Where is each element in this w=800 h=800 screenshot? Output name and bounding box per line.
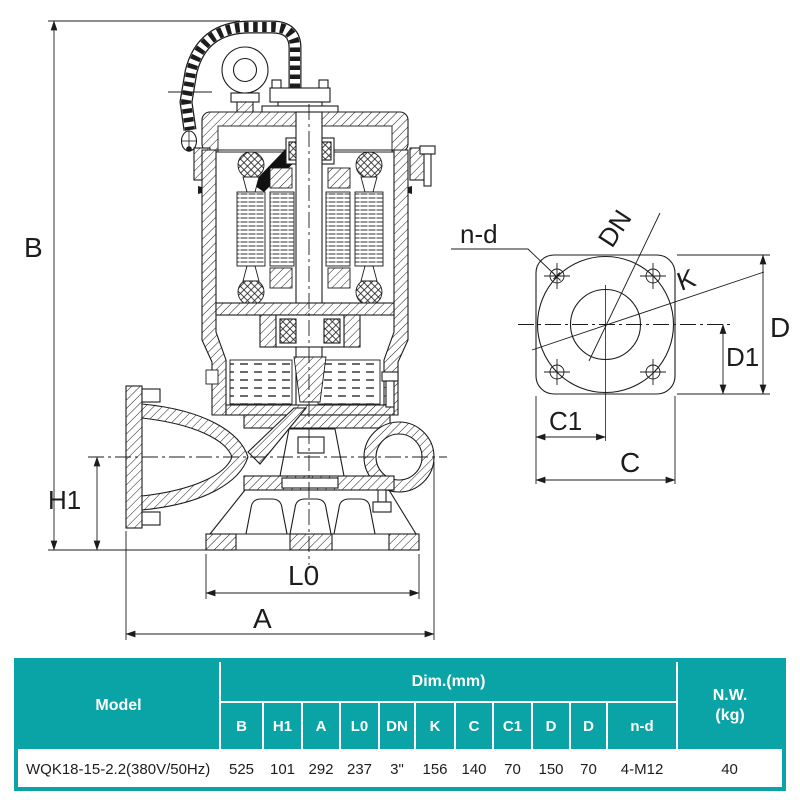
base-stand [205, 489, 420, 551]
technical-drawing: B H1 L0 A [24, 20, 790, 640]
model-column-header: Model [16, 660, 221, 751]
value-DN: 3" [379, 750, 415, 789]
k-diagonal-line [531, 271, 765, 351]
value-nw: 40 [677, 750, 784, 789]
oil-chamber [205, 356, 381, 405]
dim-label-H1: H1 [48, 485, 81, 515]
value-C: 140 [455, 750, 493, 789]
table-row: WQK18-15-2.2(380V/50Hz) 525 101 292 237 … [16, 750, 784, 789]
net-weight-header: N.W. (kg) [676, 660, 784, 751]
col-header-D: D [531, 701, 571, 751]
dim-label-L0: L0 [288, 560, 319, 591]
lower-bearing-seal [215, 302, 395, 348]
net-weight-header-line2: (kg) [715, 706, 745, 724]
value-C1: 70 [493, 750, 532, 789]
col-header-C: C [454, 701, 494, 751]
lifting-eye-icon [221, 46, 269, 122]
value-n-d: 4-M12 [607, 750, 678, 789]
col-header-C1: C1 [492, 701, 533, 751]
flange-top-view [451, 212, 770, 484]
value-D: 150 [532, 750, 570, 789]
side-dimensions [48, 20, 435, 640]
col-header-n-d: n-d [605, 701, 678, 751]
nd-leader-line [451, 248, 555, 275]
pump-side-view [48, 20, 447, 640]
model-value: WQK18-15-2.2(380V/50Hz) [16, 750, 220, 789]
dim-label-D1: D1 [726, 342, 759, 372]
cable-gland [261, 79, 339, 115]
dim-label-B: B [24, 232, 43, 263]
dim-label-K: K [673, 262, 700, 296]
bolt-holes [544, 263, 666, 385]
value-K: 156 [415, 750, 455, 789]
dn-diagonal-line [588, 212, 661, 362]
spec-table: Model Dim.(mm) N.W. (kg) B H1 A L0 DN K … [14, 658, 786, 791]
value-A: 292 [302, 750, 340, 789]
power-cable-icon [168, 20, 302, 152]
value-H1: 101 [263, 750, 302, 789]
col-header-A: A [301, 701, 341, 751]
value-L0: 237 [340, 750, 379, 789]
net-weight-header-line1: N.W. [712, 686, 748, 704]
value-B: 525 [220, 750, 263, 789]
dim-label-C1: C1 [549, 406, 582, 436]
dim-group-header: Dim.(mm) [218, 660, 679, 703]
col-header-D2: D [569, 701, 608, 751]
dim-label-D: D [770, 312, 790, 343]
col-header-K: K [414, 701, 456, 751]
col-header-L0: L0 [339, 701, 380, 751]
col-header-DN: DN [378, 701, 416, 751]
dim-label-C: C [620, 447, 640, 478]
col-header-H1: H1 [262, 701, 303, 751]
stator-windings [236, 151, 384, 306]
dim-label-DN: DN [592, 204, 638, 252]
dim-label-n-d: n-d [460, 219, 498, 249]
col-header-B: B [220, 701, 264, 751]
flange-dimensions [535, 254, 770, 484]
dim-label-A: A [253, 603, 272, 634]
value-D2: 70 [570, 750, 607, 789]
